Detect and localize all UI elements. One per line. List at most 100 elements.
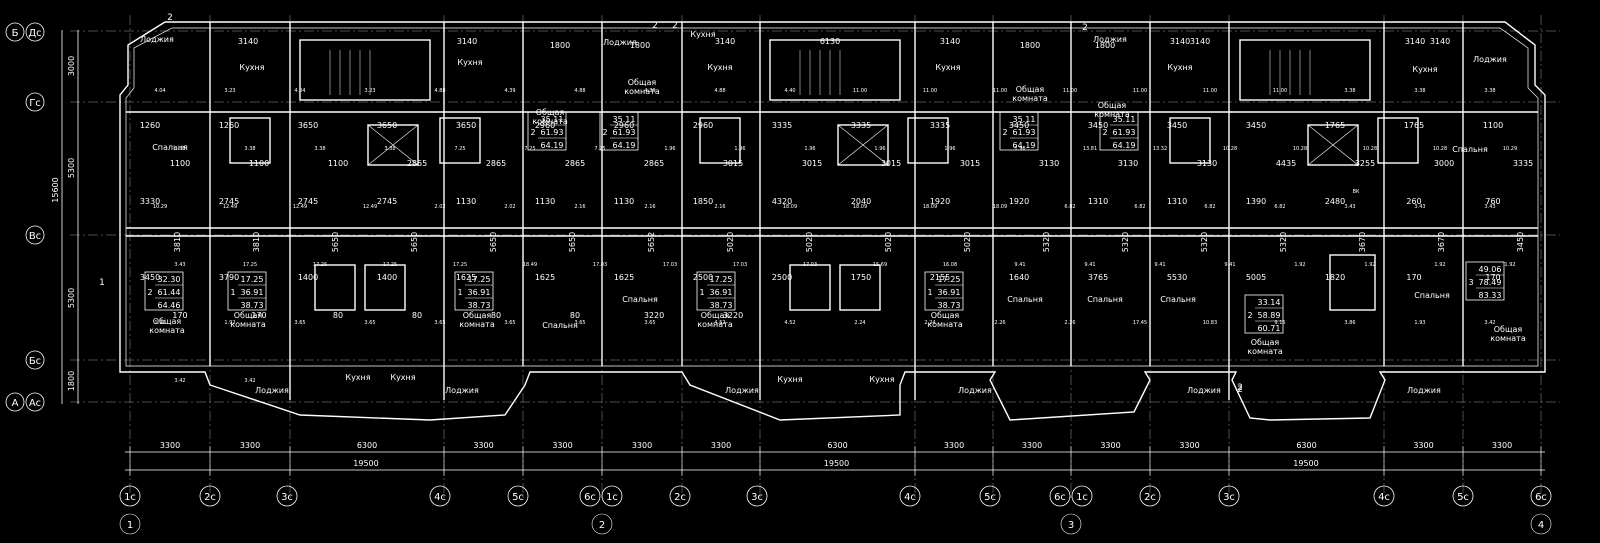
dim-marker: 2 [167,13,173,23]
room-kitchen: Кухня [390,373,415,382]
room-area: 1.96 [874,146,885,152]
room-area: 9.41 [1154,262,1165,268]
dim-bottom-segment: 3300 [632,441,652,450]
room-common: комната [532,117,568,126]
room-loggia: Лоджия [725,386,759,395]
dim-plan-inner: 5020 [726,232,735,252]
axis-col-label: 6с [584,492,596,503]
apartment-badge [599,111,639,151]
room-area: 7.25 [594,146,605,152]
dim-plan-inner: 170 [1485,273,1500,282]
axis-col-circle [669,485,691,507]
room-area: 3.38 [174,146,185,152]
room-area: 10.28 [1293,146,1307,152]
dim-plan-inner: 2865 [486,159,506,168]
apartment-living-area: 49.06 [1479,265,1502,274]
axis-section-label: 3 [1068,520,1074,531]
room-common: Общая [463,311,492,320]
apartment-total-area: 61.93 [613,128,636,137]
room-area: 2.24 [854,320,865,326]
apartment-living-area: 35.11 [541,115,564,124]
dim-plan-inner: 5320 [1200,232,1209,252]
dim-plan-inner: 2865 [565,159,585,168]
room-area: 10.28 [1433,146,1447,152]
axis-col-label: 2с [1144,492,1156,503]
axis-col-label: 1с [1076,492,1088,503]
room-kitchen: Кухня [690,30,715,39]
row-axes [5,22,79,412]
apartment-total-area: 36.91 [241,288,264,297]
dim-plan-inner: 3335 [772,121,792,130]
apartment-badge [1465,261,1505,301]
dim-left-2: 5300 [67,158,76,178]
room-common: комната [1490,334,1526,343]
axis-col-label: 4с [904,492,916,503]
room-area: 3.42 [174,378,185,384]
dim-plan-inner: 1400 [298,273,318,282]
room-area: 3.65 [294,320,305,326]
apartment-total-area: 61.93 [1013,128,1036,137]
dim-plan-inner: 1750 [851,273,871,282]
axis-col-label: 6с [1054,492,1066,503]
room-area: 3.38 [384,146,395,152]
apartment-living-area: 32.30 [158,275,181,284]
dim-plan-inner: 3765 [1088,273,1108,282]
room-area: 4.39 [644,88,655,94]
room-area: 18.09 [853,204,867,210]
dim-plan-inner: 1625 [535,273,555,282]
room-common: Общая [536,108,565,117]
dim-plan-inner: 1260 [219,121,239,130]
room-area: 3.42 [244,378,255,384]
dim-plan-inner: 3650 [456,121,476,130]
dim-plan-inner: 1820 [1325,273,1345,282]
room-kitchen: Кухня [239,63,264,72]
dim-plan-inner: 3810 [173,232,182,252]
room-area: 3.65 [504,320,515,326]
dim-plan-inner: 5650 [568,232,577,252]
dim-bottom-segment: 6300 [1296,441,1316,450]
axis-col-label: 6с [1535,492,1547,503]
axis-col-circle [579,485,601,507]
dim-plan-top: 1800 [630,41,650,50]
dim-bottom-total: 19500 [353,459,378,468]
apartment-badge [1244,294,1284,334]
dim-plan-top: 1800 [1095,41,1115,50]
room-kitchen: Кухня [1167,63,1192,72]
apartment-rooms: 2 [1247,311,1252,320]
room-area: 1.93 [1414,320,1425,326]
room-area: 11.00 [923,88,937,94]
room-area: 17.25 [453,262,467,268]
dim-plan-inner: 3450 [1516,232,1525,252]
axis-row-b: Бс [29,356,41,367]
dim-plan-inner: 3335 [851,121,871,130]
room-area: 13.81 [1083,146,1097,152]
axis-section-circle [591,513,613,535]
room-area: 1.96 [1014,146,1025,152]
dim-marker: 2 [1082,23,1088,33]
room-loggia: Лоджия [1093,35,1127,44]
room-area: 3.43 [174,262,185,268]
room-area: 2.16 [574,204,585,210]
room-kitchen: Кухня [457,58,482,67]
axis-row-g: Гс [29,98,41,109]
room-area: 11.00 [1133,88,1147,94]
room-area: 4.52 [784,320,795,326]
dim-plan-inner: 5652 [647,232,656,252]
apartment-rooms: 1 [457,288,462,297]
dim-plan-inner: 760 [1485,197,1500,206]
axis-col-label: 2с [674,492,686,503]
room-area: 2.26 [1064,320,1075,326]
dim-plan-top: 1800 [550,41,570,50]
room-area: 11.00 [1203,88,1217,94]
room-area: 3.43 [1484,204,1495,210]
room-area: 4.04 [154,88,165,94]
axis-col-circle [1071,485,1093,507]
room-area: 6.82 [1274,204,1285,210]
dim-plan-inner: 2480 [1325,197,1345,206]
room-kitchen: Кухня [869,375,894,384]
apartment-area-with-loggia: 64.19 [541,141,564,150]
axis-col-label: 3с [751,492,763,503]
apartment-badge [227,271,267,311]
